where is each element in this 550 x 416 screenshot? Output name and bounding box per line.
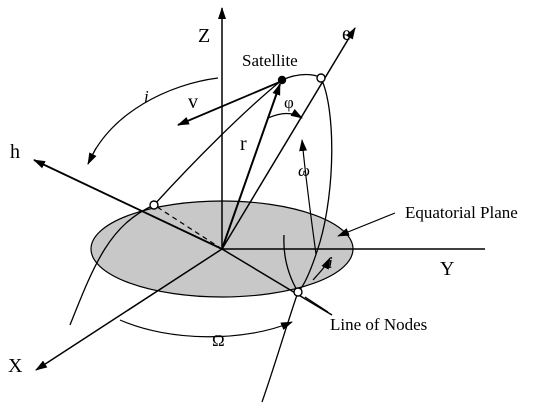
omega-small-label: ω: [298, 161, 310, 180]
equatorial-plane-pointer: [337, 212, 396, 237]
inclination-top-label: i: [144, 87, 149, 106]
line-of-nodes-label: Line of Nodes: [330, 315, 427, 334]
r-vector-line: [221, 83, 281, 250]
omega-big-label: Ω: [212, 331, 225, 350]
y-axis-label: Y: [440, 258, 454, 280]
phi-angle-arc: [267, 108, 303, 119]
x-axis-label: X: [8, 355, 23, 377]
inclination-node-arc: [312, 257, 331, 281]
node-marker-upper: [149, 200, 159, 210]
inclination-top-arrow-end: [87, 147, 97, 165]
e-vector-label: e: [342, 23, 351, 45]
x-axis-line: [35, 248, 223, 371]
v-vector-label: v: [188, 91, 198, 113]
node-marker-lower: [293, 287, 303, 297]
e-vector-line: [221, 27, 356, 250]
h-vector-label: h: [10, 141, 20, 163]
satellite-dot: [277, 75, 287, 85]
satellite-label: Satellite: [242, 51, 298, 70]
inclination-node-label: i: [328, 253, 333, 272]
h-vector-line: [33, 159, 223, 250]
raan-angle-arc: [119, 319, 293, 338]
equatorial-plane-label: Equatorial Plane: [405, 203, 518, 222]
z-axis-label: Z: [198, 25, 210, 47]
line-of-nodes-line: [221, 248, 333, 316]
phi-label: φ: [284, 93, 294, 112]
orbit-lower-arc: [283, 234, 299, 293]
perigee-marker: [316, 73, 326, 83]
r-vector-label: r: [240, 133, 247, 155]
dashed-node-line: [153, 204, 223, 250]
line-of-nodes-pointer: [304, 296, 329, 313]
inclination-top-arc: [87, 77, 219, 165]
omega-angle-arc: [299, 139, 317, 255]
v-vector-line: [177, 80, 283, 126]
